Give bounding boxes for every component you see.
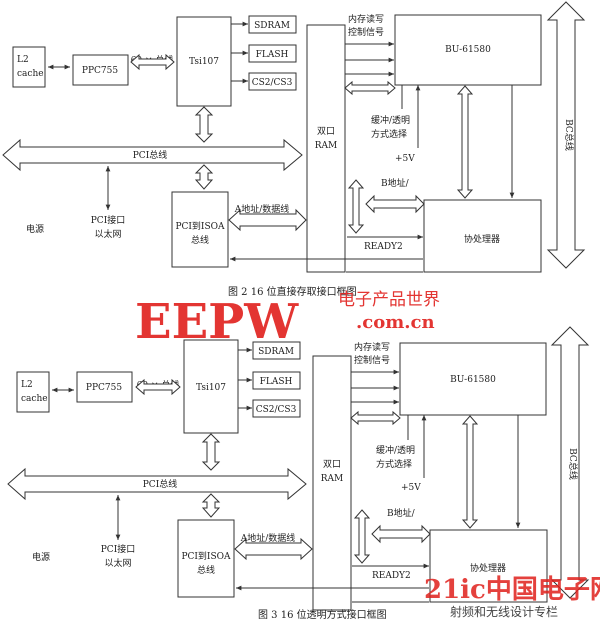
svg-text:方式选择: 方式选择 bbox=[376, 458, 412, 470]
svg-text:双口: 双口 bbox=[317, 126, 335, 137]
pci-isa-block: PCI到ISOA 总线 bbox=[171, 191, 229, 268]
svg-text:控制信号: 控制信号 bbox=[348, 26, 384, 38]
svg-text:PCI接口: PCI接口 bbox=[91, 214, 126, 226]
svg-text:双口: 双口 bbox=[323, 459, 341, 470]
pci-bus-label: PCI总线 bbox=[133, 149, 168, 161]
svg-text:RAM: RAM bbox=[321, 474, 344, 484]
svg-text:CS2/CS3: CS2/CS3 bbox=[252, 78, 293, 88]
bu61580-block: BU-61580 bbox=[394, 14, 542, 86]
svg-text:READY2: READY2 bbox=[372, 571, 411, 581]
pci-isa-block: PCI到ISOA 总线 bbox=[177, 519, 235, 598]
coprocessor-block: 协处理器 bbox=[429, 529, 548, 603]
svg-text:PCI到ISOA: PCI到ISOA bbox=[175, 220, 225, 232]
svg-text:总线: 总线 bbox=[191, 234, 209, 246]
svg-text:SDRAM: SDRAM bbox=[254, 21, 290, 31]
figure-caption: 图 2 16 位直接存取接口框图 bbox=[228, 285, 357, 298]
svg-text:+5V: +5V bbox=[401, 483, 421, 493]
power-label: 电源 bbox=[32, 551, 50, 563]
pci-bus-label: PCI总线 bbox=[143, 478, 178, 490]
tsi107-block: Tsi107 bbox=[176, 16, 232, 107]
sdram-block: SDRAM bbox=[248, 15, 297, 34]
bc-bus-arrow bbox=[546, 1, 586, 269]
flash-block: FLASH bbox=[248, 44, 297, 63]
svg-text:CS2/CS3: CS2/CS3 bbox=[256, 405, 297, 415]
block-diagram-fig2: L2 cache PPC755 Tsi107 60 × 总线 SDRAM FLA… bbox=[2, 1, 586, 298]
dual-port-ram-block: 双口 RAM bbox=[306, 24, 346, 273]
ethernet-label: PCI接口 以太网 bbox=[101, 543, 136, 569]
ethernet-label: PCI接口 以太网 bbox=[91, 214, 126, 240]
svg-text:内存读写: 内存读写 bbox=[354, 341, 390, 353]
flash-block: FLASH bbox=[252, 371, 301, 390]
svg-text:以太网: 以太网 bbox=[104, 557, 131, 569]
svg-text:FLASH: FLASH bbox=[256, 50, 289, 60]
svg-text:A地址/数据线: A地址/数据线 bbox=[234, 203, 290, 215]
svg-text:SDRAM: SDRAM bbox=[258, 347, 294, 357]
bc-bus-label: BC总线 bbox=[563, 119, 575, 151]
cs-block: CS2/CS3 bbox=[252, 399, 301, 418]
svg-text:电子产品世界: 电子产品世界 bbox=[338, 290, 440, 310]
dual-port-ram-block: 双口 RAM bbox=[312, 355, 352, 611]
svg-text:控制信号: 控制信号 bbox=[354, 354, 390, 366]
ppc755-block: PPC755 bbox=[76, 371, 133, 403]
l2-cache-block: L2 cache bbox=[16, 371, 50, 413]
svg-text:READY2: READY2 bbox=[364, 242, 403, 252]
svg-text:B地址/: B地址/ bbox=[381, 177, 410, 189]
svg-text:.com.cn: .com.cn bbox=[356, 312, 435, 333]
coprocessor-block: 协处理器 bbox=[423, 199, 542, 273]
svg-text:方式选择: 方式选择 bbox=[371, 128, 407, 140]
bc-bus-label: BC总线 bbox=[567, 448, 579, 480]
svg-text:BU-61580: BU-61580 bbox=[450, 375, 496, 385]
svg-text:缓冲/透明: 缓冲/透明 bbox=[371, 114, 410, 126]
svg-text:L2: L2 bbox=[17, 55, 29, 65]
power-label: 电源 bbox=[26, 223, 44, 235]
svg-text:缓冲/透明: 缓冲/透明 bbox=[376, 444, 415, 456]
svg-text:L2: L2 bbox=[21, 380, 33, 390]
bu61580-block: BU-61580 bbox=[399, 342, 547, 416]
svg-text:总线: 总线 bbox=[197, 564, 215, 576]
cs-block: CS2/CS3 bbox=[248, 72, 297, 91]
corner-watermark: 21ic中国电子网 射频和无线设计专栏 bbox=[424, 575, 600, 619]
bc-bus-arrow bbox=[550, 326, 590, 599]
svg-text:PPC755: PPC755 bbox=[86, 383, 122, 393]
svg-text:以太网: 以太网 bbox=[94, 228, 121, 240]
tsi107-block: Tsi107 bbox=[183, 339, 239, 434]
svg-text:PCI接口: PCI接口 bbox=[101, 543, 136, 555]
figure-caption: 图 3 16 位透明方式接口框图 bbox=[258, 608, 387, 621]
svg-text:A地址/数据线: A地址/数据线 bbox=[240, 532, 296, 544]
svg-text:BU-61580: BU-61580 bbox=[445, 45, 491, 55]
svg-text:21ic中国电子网: 21ic中国电子网 bbox=[424, 575, 600, 605]
svg-text:cache: cache bbox=[21, 394, 48, 404]
svg-text:协处理器: 协处理器 bbox=[470, 562, 506, 574]
l2-cache-block: L2 cache bbox=[12, 46, 46, 88]
svg-text:RAM: RAM bbox=[315, 141, 338, 151]
eepw-watermark: EEPW 电子产品世界 .com.cn bbox=[135, 290, 440, 350]
ppc755-block: PPC755 bbox=[72, 54, 129, 86]
svg-text:射频和无线设计专栏: 射频和无线设计专栏 bbox=[450, 604, 558, 619]
svg-text:FLASH: FLASH bbox=[260, 377, 293, 387]
svg-text:PCI到ISOA: PCI到ISOA bbox=[181, 550, 231, 562]
svg-text:内存读写: 内存读写 bbox=[348, 13, 384, 25]
pci-bus-arrow bbox=[2, 138, 303, 172]
svg-text:Tsi107: Tsi107 bbox=[196, 383, 226, 393]
pci-bus-arrow bbox=[7, 467, 307, 501]
svg-text:PPC755: PPC755 bbox=[82, 66, 118, 76]
svg-text:+5V: +5V bbox=[395, 154, 415, 164]
sdram-block: SDRAM bbox=[252, 341, 301, 360]
svg-text:B地址/: B地址/ bbox=[387, 507, 416, 519]
svg-text:协处理器: 协处理器 bbox=[464, 233, 500, 245]
svg-text:Tsi107: Tsi107 bbox=[189, 57, 219, 67]
block-diagram-fig3: L2 cache PPC755 Tsi107 60 × 总线 SDRAM FLA… bbox=[7, 326, 590, 621]
svg-text:cache: cache bbox=[17, 69, 44, 79]
